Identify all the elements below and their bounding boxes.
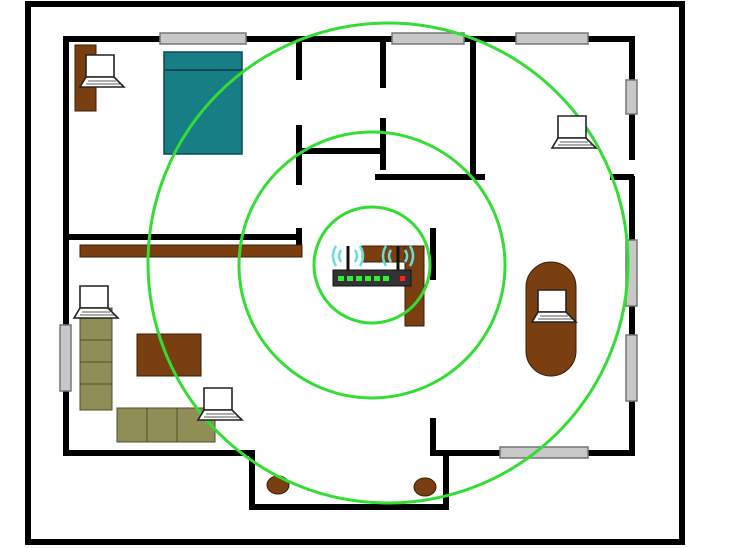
sofa-seat-1 xyxy=(79,317,113,341)
wall-closet-left-b xyxy=(380,118,386,170)
router-led xyxy=(374,276,380,281)
coverage-ring-outer xyxy=(146,21,630,505)
wall-left xyxy=(63,36,69,456)
router-led xyxy=(338,276,344,281)
router-led xyxy=(383,276,389,281)
signal-waves-icon xyxy=(331,245,415,267)
coffee-table xyxy=(136,333,202,377)
sofa-seat-3 xyxy=(79,361,113,385)
sofa-cushion-b1 xyxy=(116,407,148,443)
wall-bottom-left xyxy=(63,450,255,456)
window-top-3 xyxy=(515,32,589,45)
wall-top-left xyxy=(63,36,163,42)
window-right-3 xyxy=(625,334,638,402)
wall-closet-bottom xyxy=(375,174,485,180)
coverage-ring-inner xyxy=(312,205,432,325)
window-right-2 xyxy=(625,239,638,307)
sofa-seat-2 xyxy=(79,339,113,363)
wall-kitchen-stub-b xyxy=(430,418,436,454)
wall-closet-right xyxy=(470,40,476,180)
window-right-1 xyxy=(625,79,638,115)
entry-stool-right xyxy=(413,477,437,497)
wall-right-lower xyxy=(629,176,635,456)
wall-right-room-divider xyxy=(610,174,634,180)
wall-bedroom-bottom xyxy=(66,234,300,240)
wall-closet-left-a xyxy=(380,40,386,88)
window-top-1 xyxy=(159,32,247,45)
wifi-router xyxy=(331,245,415,287)
bed xyxy=(163,51,243,155)
router-led xyxy=(365,276,371,281)
window-left-1 xyxy=(59,324,72,392)
window-bottom-1 xyxy=(499,446,589,459)
window-top-2 xyxy=(391,32,465,45)
router-led-alert xyxy=(400,276,405,281)
windows xyxy=(59,32,638,459)
coverage-ring-middle xyxy=(237,130,507,400)
router-leds xyxy=(338,276,389,281)
wall-top-mid xyxy=(245,36,393,42)
router-led xyxy=(356,276,362,281)
wall-entry-bottom xyxy=(249,504,449,510)
wall-entry-left xyxy=(249,450,255,510)
coverage-rings xyxy=(146,21,630,505)
sofa-cushion-b2 xyxy=(146,407,178,443)
wall-bedroom-divider-a xyxy=(296,40,302,80)
wall-kitchen-stub-a xyxy=(430,228,436,280)
router-body xyxy=(332,269,412,287)
hallway-shelf xyxy=(79,244,303,258)
wall-closet-top-mid xyxy=(300,148,384,154)
wall-entry-right xyxy=(443,450,449,510)
sofa xyxy=(79,307,216,443)
router-led xyxy=(347,276,353,281)
